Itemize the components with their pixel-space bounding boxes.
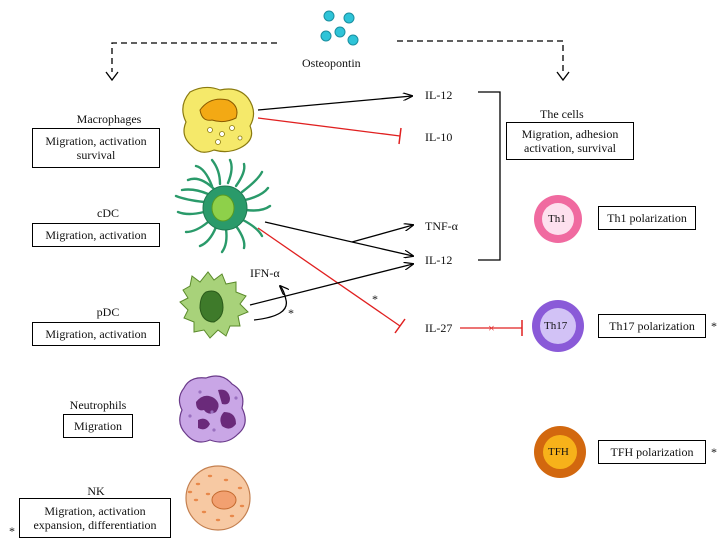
cytokine-il10: IL-10 (425, 130, 453, 144)
arrow-pdc-ifn-loop (253, 286, 286, 321)
inhibit-cdc-il27 (257, 227, 401, 327)
cytokine-ifn: IFN-α (250, 266, 280, 280)
inhibit-bar-il10 (398, 127, 402, 145)
arrow-pdc-il12 (249, 264, 413, 306)
cytokine-il27: IL-27 (425, 321, 453, 335)
th17-polarization-text: Th17 polarization (609, 319, 695, 333)
cdc-effect-line1: Migration, activation (45, 228, 147, 242)
tfh-polarization-text: TFH polarization (610, 445, 694, 459)
tfh-label: TFH (548, 446, 569, 458)
macrophages-label: Macrophages (76, 112, 142, 126)
osteopontin-molecules-icon (320, 10, 359, 46)
tcells-header: The cells (540, 107, 584, 121)
nk-effect-box: Migration, activation expansion, differe… (19, 498, 171, 538)
neutrophils-effect-box: Migration (63, 414, 133, 438)
cytokine-tnf: TNF-α (425, 219, 458, 233)
branch-right-arrowhead (556, 71, 570, 82)
th17-cell-icon (532, 300, 584, 352)
arrow-macrophage-il12 (257, 96, 412, 111)
th17-polarization-box: Th17 polarization (598, 314, 706, 338)
nk-effect-line1: Migration, activation (44, 504, 146, 518)
cdc-label: cDC (97, 206, 119, 220)
nk-effect-line2: expansion, differentiation (33, 518, 157, 532)
tfh-polarization-box: TFH polarization (598, 440, 706, 464)
cdc-cell-icon (174, 158, 272, 254)
th1-cell-icon (534, 195, 582, 243)
neutrophil-cell-icon (178, 375, 246, 443)
arrow-to-tnf (351, 225, 413, 243)
pdc-effect-box: Migration, activation (32, 322, 160, 346)
pdc-effect-line1: Migration, activation (45, 327, 147, 341)
tcells-effect-box: Migration, adhesion activation, survival (506, 122, 634, 160)
inhibit-macrophage-il10 (257, 117, 401, 137)
nk-label: NK (87, 484, 105, 498)
macrophages-effect-line1: Migration, activation (45, 134, 147, 148)
tcells-effect-line2: activation, survival (524, 141, 616, 155)
nk-asterisk: * (9, 524, 15, 538)
tfh-cell-icon (534, 426, 586, 478)
tcells-effect-line1: Migration, adhesion (521, 127, 619, 141)
inhibit-bar-il27 (394, 318, 406, 334)
osteopontin-label: Osteopontin (302, 56, 361, 70)
tfh-asterisk: * (711, 445, 717, 459)
th1-label: Th1 (548, 213, 566, 225)
neutrophils-effect-line1: Migration (74, 419, 122, 433)
macrophages-effect-line2: survival (76, 148, 116, 162)
cdc-il27-asterisk: * (372, 292, 378, 306)
osteopontin-branches (111, 40, 564, 72)
arrow-cdc-il12 (264, 221, 413, 256)
cytokine-bracket (478, 91, 501, 261)
th17-label: Th17 (544, 320, 568, 332)
cytokine-il12-top: IL-12 (425, 88, 453, 102)
nk-cell-icon (185, 465, 251, 531)
neutrophils-label: Neutrophils (69, 398, 127, 412)
cdc-effect-box: Migration, activation (32, 223, 160, 247)
macrophages-effect-box: Migration, activation survival (32, 128, 160, 168)
il27-cross-mark: × (488, 321, 495, 335)
th1-polarization-box: Th1 polarization (598, 206, 696, 230)
pdc-label: pDC (96, 305, 120, 319)
cytokine-il12-mid: IL-12 (425, 253, 453, 267)
branch-left-arrowhead (105, 71, 119, 82)
pdc-loop-asterisk: * (288, 306, 294, 320)
pdc-cell-icon (179, 271, 249, 339)
macrophage-cell-icon (182, 86, 255, 153)
th1-polarization-text: Th1 polarization (607, 211, 687, 225)
th17-asterisk: * (711, 319, 717, 333)
